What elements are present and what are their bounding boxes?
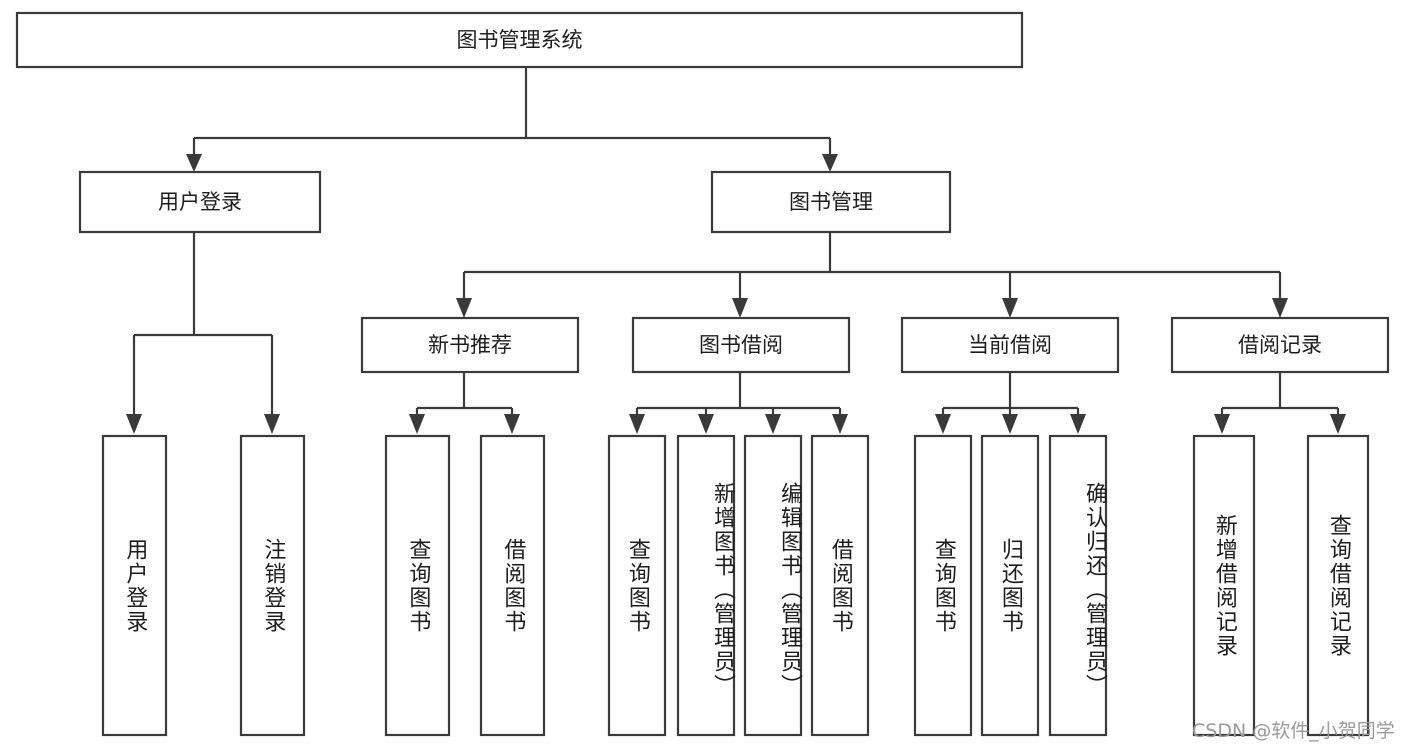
leaf-label-book-borrow-add: 新增图书（管理员） <box>710 481 735 698</box>
node-root-book-management-system[interactable] <box>15 11 1024 69</box>
arrow-head-leaf-br-2 <box>1330 414 1346 434</box>
arrow-head-leaf-user-login <box>126 414 142 434</box>
leaf-box-book-borrow-borrow[interactable] <box>810 434 870 737</box>
arrow-head-leaf-br-1 <box>1214 414 1230 434</box>
leaf-label-user-login-logout: 注销登录 <box>260 537 286 634</box>
arrow-head-new-book <box>456 298 472 318</box>
arrow-head-book-borrow <box>732 298 748 318</box>
node-book-borrow[interactable] <box>631 316 851 374</box>
node-user-login-label: 用户登录 <box>158 190 242 214</box>
node-new-book-recommend[interactable] <box>360 316 580 374</box>
arrow-head-borrow-record <box>1272 298 1288 318</box>
node-book-borrow-label: 图书借阅 <box>699 333 783 357</box>
arrow-head-user-login <box>186 154 202 172</box>
leaf-box-new-book-borrow[interactable] <box>479 434 546 737</box>
arrow-head-leaf-bb-4 <box>832 414 848 434</box>
node-book-management-label: 图书管理 <box>789 190 873 214</box>
arrow-head-leaf-nb-1 <box>409 414 425 434</box>
node-book-management[interactable] <box>710 170 952 234</box>
node-borrow-record-label: 借阅记录 <box>1238 333 1322 357</box>
node-user-login[interactable] <box>78 170 322 234</box>
leaf-label-new-book-query: 查询图书 <box>405 537 431 634</box>
leaf-box-current-borrow-query[interactable] <box>913 434 973 737</box>
leaf-label-book-borrow-query: 查询图书 <box>624 537 650 634</box>
arrow-head-leaf-bb-2 <box>698 414 714 434</box>
leaf-label-current-borrow-confirm: 确认归还（管理员） <box>1082 481 1107 698</box>
leaf-box-user-login-logout[interactable] <box>239 434 306 737</box>
connector-book-borrow-to-leaves <box>629 372 848 434</box>
leaf-label-borrow-record-query: 查询借阅记录 <box>1325 513 1351 658</box>
node-root-label: 图书管理系统 <box>457 28 583 52</box>
leaf-label-borrow-record-add: 新增借阅记录 <box>1211 513 1237 658</box>
leaf-label-current-borrow-query: 查询图书 <box>930 537 956 634</box>
arrow-head-leaf-cb-3 <box>1070 414 1086 434</box>
leaf-label-book-borrow-borrow: 借阅图书 <box>827 537 853 634</box>
connector-book-manage-to-level3 <box>456 232 1288 318</box>
node-new-book-recommend-label: 新书推荐 <box>428 333 512 357</box>
leaf-box-user-login-login[interactable] <box>101 434 168 737</box>
connector-current-borrow-to-leaves <box>935 372 1086 434</box>
arrow-head-book-manage <box>822 154 838 172</box>
node-borrow-record[interactable] <box>1170 316 1390 374</box>
watermark-text: CSDN @软件_小贺同学 <box>1192 720 1395 742</box>
leaf-label-new-book-borrow: 借阅图书 <box>500 537 526 634</box>
node-current-borrow-label: 当前借阅 <box>968 333 1052 357</box>
connector-root-to-level2 <box>186 67 838 172</box>
leaf-box-current-borrow-return[interactable] <box>980 434 1040 737</box>
leaf-box-new-book-query[interactable] <box>384 434 451 737</box>
leaf-label-current-borrow-return: 归还图书 <box>997 537 1023 634</box>
arrow-head-leaf-bb-3 <box>765 414 781 434</box>
connector-new-book-to-leaves <box>409 372 520 434</box>
leaf-box-book-borrow-query[interactable] <box>607 434 667 737</box>
leaf-box-current-borrow-confirm[interactable] <box>1048 434 1108 737</box>
arrow-head-leaf-cb-2 <box>1002 414 1018 434</box>
leaf-box-borrow-record-query[interactable] <box>1306 434 1370 737</box>
leaf-box-book-borrow-add[interactable] <box>676 434 736 737</box>
arrow-head-current-borrow <box>1002 298 1018 318</box>
connector-borrow-record-to-leaves <box>1214 372 1346 434</box>
arrow-head-leaf-bb-1 <box>629 414 645 434</box>
leaf-box-borrow-record-add[interactable] <box>1192 434 1256 737</box>
arrow-head-leaf-logout <box>264 414 280 434</box>
node-current-borrow[interactable] <box>900 316 1120 374</box>
arrow-head-leaf-cb-1 <box>935 414 951 434</box>
arrow-head-leaf-nb-2 <box>504 414 520 434</box>
connector-user-login-to-leaves <box>126 232 280 434</box>
leaf-label-user-login-login: 用户登录 <box>122 537 148 634</box>
leaf-box-book-borrow-edit[interactable] <box>743 434 803 737</box>
leaf-label-book-borrow-edit: 编辑图书（管理员） <box>777 481 802 698</box>
